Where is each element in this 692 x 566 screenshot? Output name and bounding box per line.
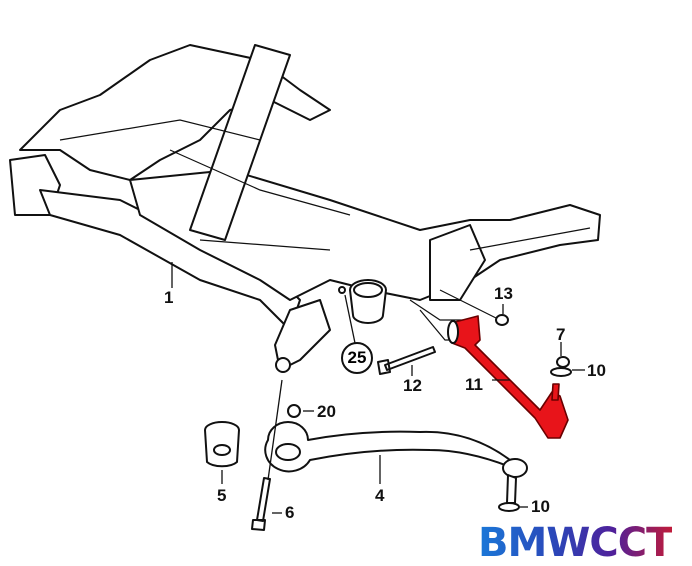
callout-20: 20 [317, 402, 336, 421]
callout-10-lower: 10 [531, 497, 550, 516]
leader-lines [171, 262, 585, 514]
callout-5: 5 [217, 486, 227, 505]
bushing-5 [204, 421, 240, 468]
callout-4: 4 [375, 486, 385, 505]
nut-20 [287, 404, 301, 418]
callout-6: 6 [285, 503, 295, 522]
callout-13: 13 [494, 284, 513, 303]
callout-1: 1 [164, 288, 174, 307]
control-arm-11-highlighted [447, 315, 569, 439]
washer-10 [550, 367, 572, 377]
callout-7: 7 [556, 325, 566, 344]
bolt-6 [251, 477, 271, 531]
nut-7 [556, 356, 570, 368]
bmwcct-watermark: BMWCCT [478, 520, 673, 566]
callout-12: 12 [403, 376, 422, 395]
callout-11: 11 [465, 375, 483, 394]
callout-25: 25 [341, 342, 373, 374]
washer-10-lower [498, 502, 520, 512]
subframe [9, 44, 601, 373]
nut-13 [495, 314, 509, 326]
control-arm-4 [264, 421, 528, 504]
bolt-12 [377, 346, 436, 375]
callout-10: 10 [587, 361, 606, 380]
